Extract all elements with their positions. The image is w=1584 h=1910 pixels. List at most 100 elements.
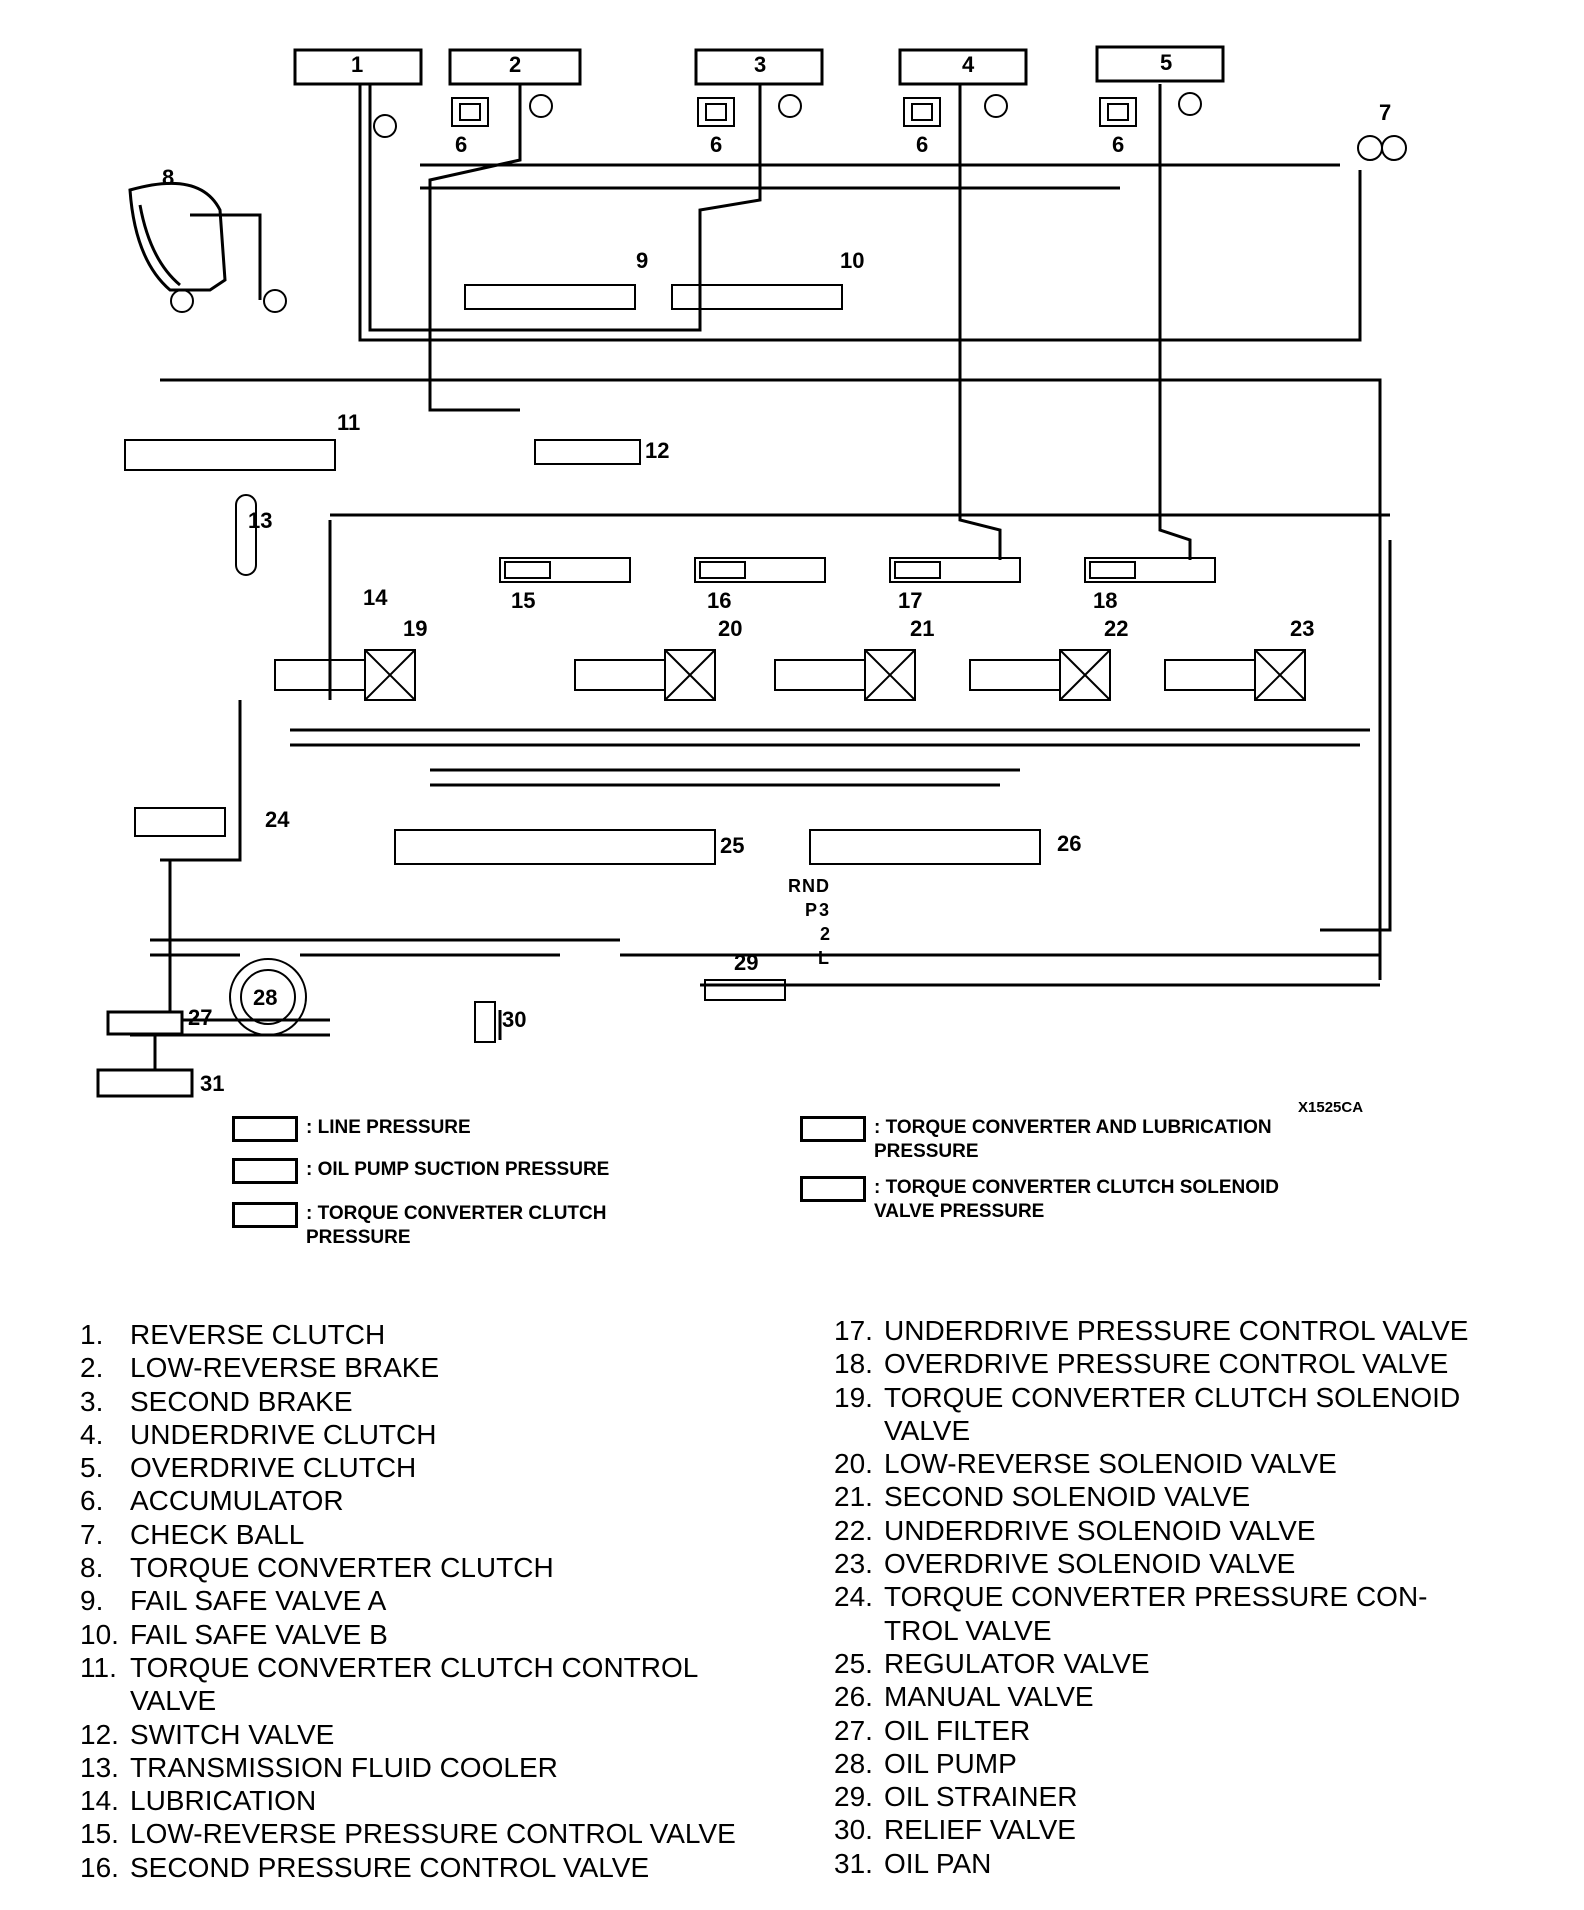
part-number: 19. xyxy=(834,1381,873,1413)
part-name: CHECK BALL xyxy=(130,1518,305,1550)
part-number: 24. xyxy=(834,1581,873,1613)
legend-item-tc-lube: : TORQUE CONVERTER AND LUBRICATION PRESS… xyxy=(800,1116,1272,1164)
part-name: REVERSE CLUTCH xyxy=(130,1319,386,1350)
part-number: 9. xyxy=(80,1585,104,1617)
spool-valves xyxy=(124,284,843,471)
part-number: 16. xyxy=(80,1851,119,1883)
callout-22: 22 xyxy=(1104,616,1128,641)
manual-position-L: L xyxy=(818,948,829,968)
callout-5: 5 xyxy=(1160,50,1172,75)
parts-list-item: 25.REGULATOR VALVE xyxy=(834,1647,1469,1680)
legend-label: : TORQUE CONVERTER AND LUBRICATION PRESS… xyxy=(874,1117,1272,1162)
part-number: 20. xyxy=(834,1448,873,1480)
legend-item-line: : LINE PRESSURE xyxy=(232,1116,471,1142)
parts-list-item: 30.RELIEF VALVE xyxy=(834,1813,1469,1846)
callout-31: 31 xyxy=(200,1071,224,1096)
part-number: 8. xyxy=(80,1552,104,1584)
callout-6: 6 xyxy=(1112,132,1124,157)
parts-list-item: 7. CHECK BALL xyxy=(80,1518,736,1551)
parts-list-item: 5.OVERDRIVE CLUTCH xyxy=(80,1451,736,1484)
parts-list-item: 19.TORQUE CONVERTER CLUTCH SOLENOID VALV… xyxy=(834,1381,1469,1448)
legend-swatch xyxy=(232,1202,298,1228)
legend-label: : TORQUE CONVERTER CLUTCH SOLENOID VALVE… xyxy=(874,1177,1279,1222)
part-name: LOW-REVERSE SOLENOID VALVE xyxy=(884,1448,1337,1480)
callout-3: 3 xyxy=(754,52,766,77)
callout-28: 28 xyxy=(253,985,277,1010)
box-overdrive-clutch xyxy=(1095,45,1225,83)
parts-list-item: 23.OVERDRIVE SOLENOID VALVE xyxy=(834,1547,1469,1580)
parts-list-item: 26. MANUAL VALVE xyxy=(834,1680,1469,1713)
part-name: FAIL SAFE VALVE A xyxy=(130,1585,387,1617)
part-name: OIL PUMP xyxy=(884,1747,1017,1779)
parts-list-item: 15.LOW-REVERSE PRESSURE CONTROL VALVE xyxy=(80,1817,736,1850)
part-name: OVERDRIVE CLUTCH xyxy=(130,1452,417,1484)
callout-12: 12 xyxy=(645,438,669,463)
part-number: 2. xyxy=(80,1352,104,1384)
callout-6: 6 xyxy=(710,132,722,157)
part-name: OVERDRIVE PRESSURE CONTROL VALVE xyxy=(884,1348,1449,1380)
part-number: 12. xyxy=(80,1718,119,1750)
fail-safe-valve-a xyxy=(464,284,636,310)
callout-7: 7 xyxy=(1379,100,1391,125)
callout-29: 29 xyxy=(734,950,758,975)
part-number: 26. xyxy=(834,1681,873,1713)
part-number: 27. xyxy=(834,1714,873,1746)
check-ball xyxy=(1357,135,1407,161)
callout-23: 23 xyxy=(1290,616,1314,641)
legend-swatch xyxy=(232,1116,298,1142)
callout-8: 8 xyxy=(162,165,174,190)
part-name: OIL STRAINER xyxy=(884,1781,1078,1813)
part-name: RELIEF VALVE xyxy=(884,1814,1076,1846)
part-name: LUBRICATION xyxy=(130,1785,317,1817)
callout-9: 9 xyxy=(636,248,648,273)
parts-list-item: 27.OIL FILTER xyxy=(834,1714,1469,1747)
parts-list-item: 20. LOW-REVERSE SOLENOID VALVE xyxy=(834,1447,1469,1480)
relief-valve xyxy=(474,1001,496,1043)
parts-list-item: 8. TORQUE CONVERTER CLUTCH xyxy=(80,1551,736,1584)
parts-list-item: 31.OIL PAN xyxy=(834,1847,1469,1880)
callout-15: 15 xyxy=(511,588,535,613)
callout-6: 6 xyxy=(916,132,928,157)
part-name: UNDERDRIVE PRESSURE CONTROL VALVE xyxy=(884,1315,1469,1346)
part-name: UNDERDRIVE SOLENOID VALVE xyxy=(884,1514,1316,1546)
callout-19: 19 xyxy=(403,616,427,641)
parts-list-item: 10.FAIL SAFE VALVE B xyxy=(80,1618,736,1651)
parts-list-item: 22.UNDERDRIVE SOLENOID VALVE xyxy=(834,1514,1469,1547)
fluid-cooler xyxy=(235,494,257,576)
manual-position-N: N xyxy=(802,876,815,896)
parts-list-item: 28. OIL PUMP xyxy=(834,1747,1469,1780)
part-name: SECOND PRESSURE CONTROL VALVE xyxy=(130,1851,650,1883)
part-name: MANUAL VALVE xyxy=(884,1681,1094,1713)
pressure-gauges xyxy=(170,92,1202,313)
callout-26: 26 xyxy=(1057,831,1081,856)
callout-2: 2 xyxy=(509,52,521,77)
parts-list-item: 3.SECOND BRAKE xyxy=(80,1385,736,1418)
part-number: 23. xyxy=(834,1548,873,1580)
part-name: SECOND SOLENOID VALVE xyxy=(884,1481,1251,1513)
part-name: LOW-REVERSE PRESSURE CONTROL VALVE xyxy=(130,1818,736,1850)
legend-item-suction: : OIL PUMP SUCTION PRESSURE xyxy=(232,1158,609,1184)
tcc-control-valve xyxy=(124,439,336,471)
parts-list-item: 4.UNDERDRIVE CLUTCH xyxy=(80,1418,736,1451)
pressure-control-valves xyxy=(499,557,1216,583)
callout-27: 27 xyxy=(188,1005,212,1030)
legend-label: : TORQUE CONVERTER CLUTCH PRESSURE xyxy=(306,1203,607,1248)
parts-list-item: 2.LOW-REVERSE BRAKE xyxy=(80,1351,736,1384)
switch-valve xyxy=(534,439,641,465)
part-name: SECOND BRAKE xyxy=(130,1385,353,1417)
part-name: TORQUE CONVERTER CLUTCH xyxy=(130,1552,554,1584)
part-number: 29. xyxy=(834,1781,873,1813)
callout-21: 21 xyxy=(910,616,934,641)
part-number: 18. xyxy=(834,1348,873,1380)
part-name: SWITCH VALVE xyxy=(130,1718,335,1750)
callout-20: 20 xyxy=(718,616,742,641)
callout-6: 6 xyxy=(455,132,467,157)
part-number: 7. xyxy=(80,1518,104,1550)
callout-18: 18 xyxy=(1093,588,1117,613)
callout-4: 4 xyxy=(962,52,975,77)
box-underdrive-clutch xyxy=(898,48,1028,86)
parts-list-item: 21.SECOND SOLENOID VALVE xyxy=(834,1480,1469,1513)
part-number: 28. xyxy=(834,1747,873,1779)
